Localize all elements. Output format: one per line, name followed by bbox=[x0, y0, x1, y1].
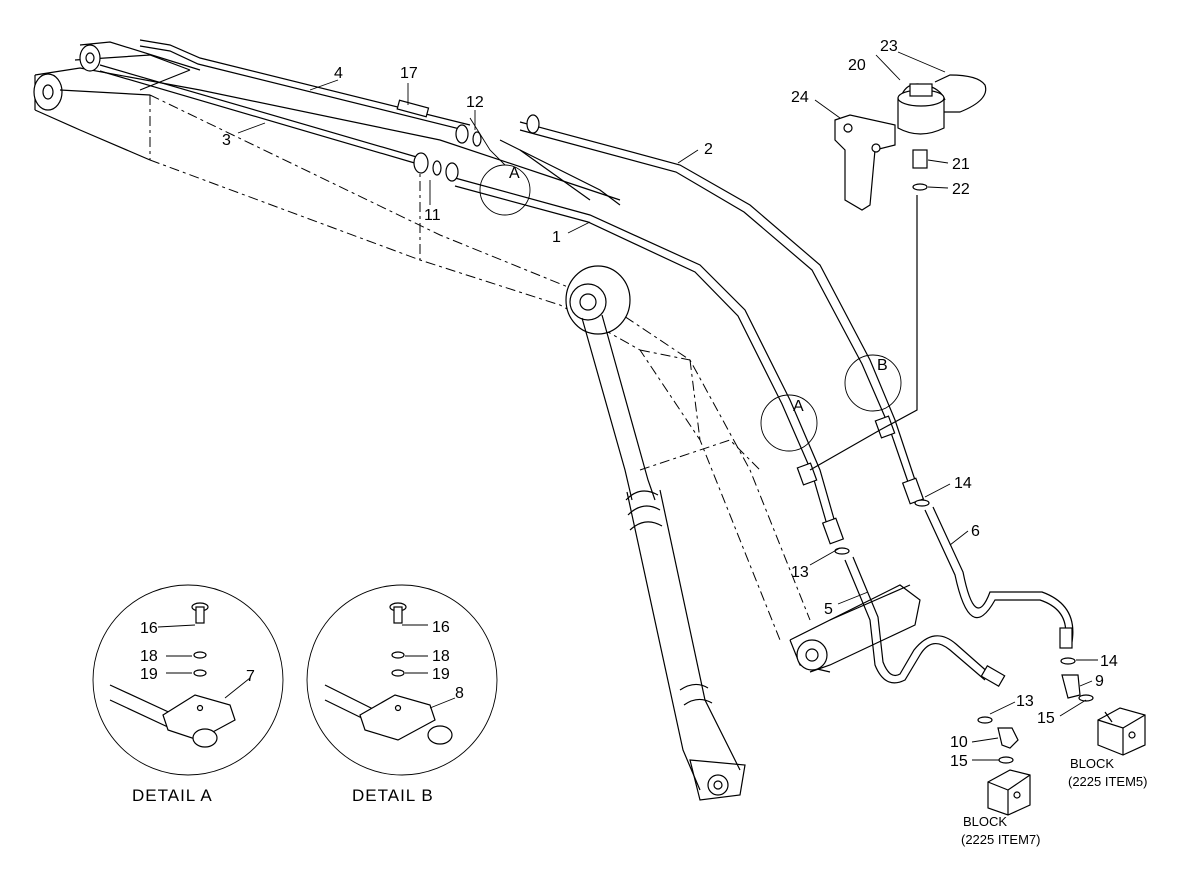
callout-23: 23 bbox=[880, 38, 898, 55]
callout-13-lower: 13 bbox=[1016, 693, 1034, 710]
block-left-title: BLOCK bbox=[963, 814, 1007, 829]
callout-5: 5 bbox=[824, 601, 833, 618]
callout-16-detail-a: 16 bbox=[140, 620, 158, 637]
block-right-title: BLOCK bbox=[1070, 756, 1114, 771]
callout-17: 17 bbox=[400, 65, 418, 82]
arm bbox=[33, 41, 621, 201]
callout-18-detail-a: 18 bbox=[140, 648, 158, 665]
callout-12: 12 bbox=[466, 94, 484, 111]
callout-6: 6 bbox=[971, 523, 980, 540]
callout-14-upper: 14 bbox=[954, 475, 972, 492]
boom-cylinder bbox=[565, 265, 746, 801]
boom-outline bbox=[149, 94, 811, 641]
callout-18-detail-b: 18 bbox=[432, 648, 450, 665]
callout-20: 20 bbox=[848, 57, 866, 74]
callout-24: 24 bbox=[791, 89, 809, 106]
callout-9: 9 bbox=[1095, 673, 1104, 690]
detail-marker-letters: A A B bbox=[509, 165, 888, 415]
detail-a bbox=[92, 584, 284, 776]
callout-10: 10 bbox=[950, 734, 968, 751]
detail-a-caption: DETAIL A bbox=[132, 786, 213, 805]
elbows-and-blocks bbox=[977, 657, 1146, 816]
callout-15-left: 15 bbox=[950, 753, 968, 770]
callout-4: 4 bbox=[334, 65, 343, 82]
callout-15-right: 15 bbox=[1037, 710, 1055, 727]
marker-b-mid: B bbox=[877, 357, 888, 374]
callout-7: 7 bbox=[246, 668, 255, 685]
callout-21: 21 bbox=[952, 156, 970, 173]
block-left-ref: (2225 ITEM7) bbox=[961, 832, 1040, 847]
callout-1: 1 bbox=[552, 229, 561, 246]
boom-foot bbox=[789, 584, 921, 673]
detail-b bbox=[306, 584, 498, 776]
leader-lines bbox=[157, 51, 1098, 761]
callout-8: 8 bbox=[455, 685, 464, 702]
callout-2: 2 bbox=[704, 141, 713, 158]
marker-a-mid: A bbox=[793, 398, 804, 415]
callout-labels: 4 17 12 2 3 1 11 13 5 14 6 14 9 15 13 10… bbox=[140, 38, 1118, 770]
block-right-ref: (2225 ITEM5) bbox=[1068, 774, 1147, 789]
callout-22: 22 bbox=[952, 181, 970, 198]
marker-a-top: A bbox=[509, 165, 520, 182]
pipes bbox=[99, 39, 916, 543]
callout-19-detail-b: 19 bbox=[432, 666, 450, 683]
callout-14-lower: 14 bbox=[1100, 653, 1118, 670]
callout-11: 11 bbox=[424, 207, 441, 224]
detail-b-caption: DETAIL B bbox=[352, 786, 434, 805]
callout-13-upper: 13 bbox=[791, 564, 809, 581]
callout-16-detail-b: 16 bbox=[432, 619, 450, 636]
callout-3: 3 bbox=[222, 132, 231, 149]
callout-19-detail-a: 19 bbox=[140, 666, 158, 683]
sensor-assembly bbox=[809, 74, 987, 471]
detail-markers bbox=[479, 164, 902, 452]
hoses bbox=[844, 506, 1074, 688]
